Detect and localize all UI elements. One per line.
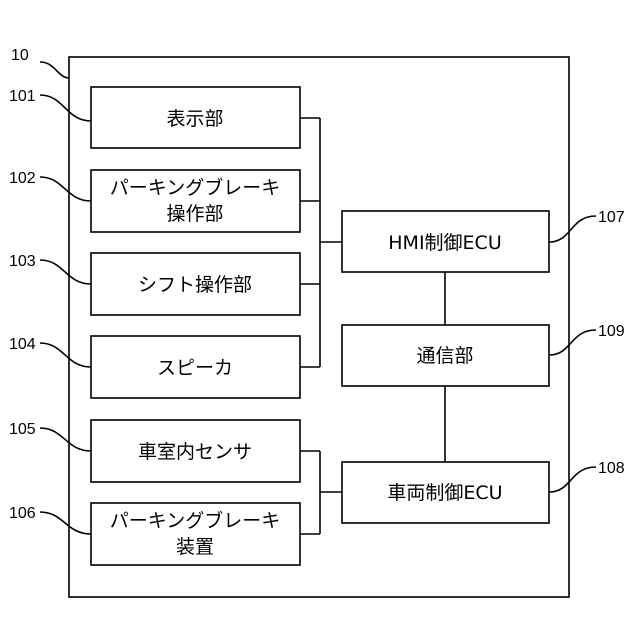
ref-102: 102 [9, 170, 36, 187]
parking-brake-device-label-line1: パーキングブレーキ [110, 509, 280, 532]
communication-unit-label: 通信部 [416, 345, 473, 367]
ref-system: 10 [11, 47, 29, 64]
display-unit-label: 表示部 [166, 108, 223, 130]
parking-brake-device-label-line2: 装置 [176, 536, 214, 558]
ref-107: 107 [598, 209, 625, 226]
hmi-ecu-label: HMI制御ECU [388, 232, 501, 254]
speaker-label: スピーカ [157, 357, 233, 379]
ref-109: 109 [598, 323, 625, 340]
parking-brake-operation-label-line2: 操作部 [166, 203, 223, 225]
shift-operation-label: シフト操作部 [138, 274, 252, 296]
ref-105: 105 [9, 421, 36, 438]
ref-103: 103 [9, 253, 36, 270]
ref-104: 104 [9, 336, 36, 353]
vehicle-ecu-label: 車両制御ECU [387, 482, 502, 504]
cabin-sensor-label: 車室内センサ [138, 441, 252, 463]
parking-brake-operation-label-line1: パーキングブレーキ [110, 176, 280, 199]
ref-106: 106 [9, 505, 36, 522]
ref-108: 108 [598, 460, 625, 477]
ref-101: 101 [9, 88, 36, 105]
